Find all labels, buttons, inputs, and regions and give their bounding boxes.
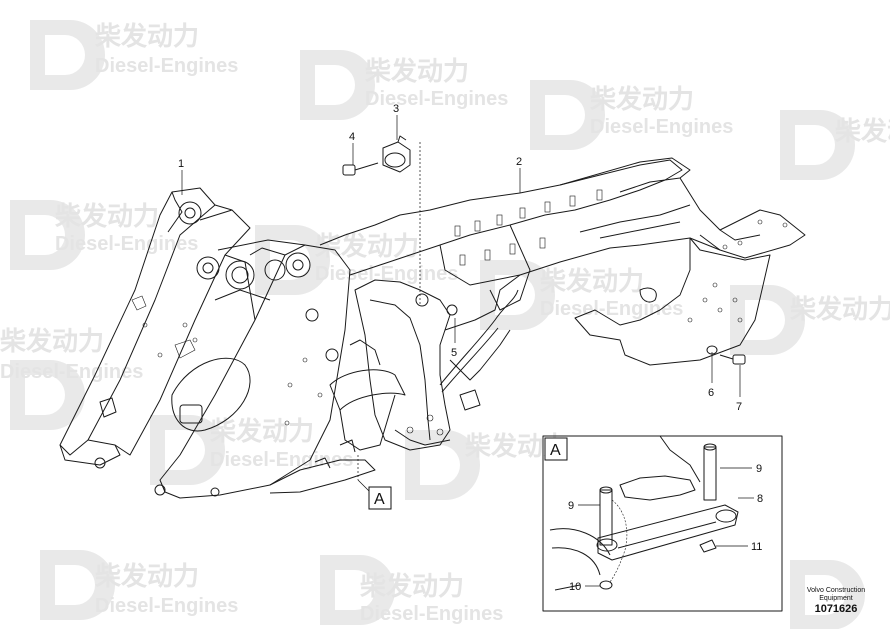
- watermark-logo: [40, 550, 115, 620]
- callout-9-lower: 9: [568, 500, 574, 512]
- watermark-brand-en: Diesel-Engines: [55, 233, 198, 255]
- view-marker-box: [368, 486, 392, 510]
- watermark-logo: [405, 430, 480, 500]
- detail-a-panel: A 9 8 9 11 10: [542, 435, 783, 612]
- watermark-brand-en: Diesel-Engines: [540, 298, 683, 320]
- detail-title: A: [550, 442, 561, 459]
- callout-10: 10: [569, 581, 581, 593]
- watermark-logo: [530, 80, 605, 150]
- footer-line-2: Equipment: [819, 595, 853, 602]
- watermark-brand-en: Diesel-Engines: [95, 55, 238, 77]
- watermark-brand-cn: 柴发动力: [314, 231, 419, 261]
- watermark-brand-cn: 柴发动力: [0, 326, 104, 356]
- part-number: 1071626: [814, 603, 858, 615]
- watermark-brand-en: Diesel-Engines: [360, 603, 503, 625]
- watermark-logo: [30, 20, 105, 90]
- callout-1: 1: [178, 158, 184, 170]
- watermark-logo: [255, 225, 330, 295]
- part-3-sensor: [382, 135, 411, 173]
- watermark-brand-en: Diesel-Engines: [0, 361, 143, 383]
- callout-2: 2: [516, 156, 522, 168]
- callout-5: 5: [451, 347, 457, 359]
- watermark-brand-cn: 柴发动力: [539, 266, 644, 296]
- watermark-logo: [730, 285, 805, 355]
- leader-lines: [181, 115, 741, 495]
- watermark-brand-en: Diesel-Engines: [590, 116, 733, 138]
- watermark-layer: 柴发动力 Diesel-Engines 柴发动力 Diesel-Engines …: [0, 20, 890, 629]
- watermark-logo: [320, 555, 395, 625]
- watermark-brand-cn: 柴发动力: [54, 201, 159, 231]
- watermark-logo: [10, 360, 85, 430]
- footer-caption: Volvo Construction Equipment: [790, 587, 882, 603]
- watermark-brand-en: Diesel-Engines: [315, 263, 458, 285]
- watermark-logo: [300, 50, 375, 120]
- watermark-brand-cn: 柴发动力: [94, 561, 199, 591]
- callout-8: 8: [757, 493, 763, 505]
- callout-3: 3: [393, 103, 399, 115]
- watermark-brand-cn: 柴发动力: [834, 116, 890, 146]
- footer-line-1: Volvo Construction: [806, 587, 866, 594]
- watermark-brand-cn: 柴发动力: [589, 84, 694, 114]
- watermark-logo: [150, 415, 225, 485]
- pin-upper: [703, 446, 717, 501]
- watermark-brand-cn: 柴发动力: [209, 416, 314, 446]
- callout-7: 7: [736, 401, 742, 413]
- watermark-logo: [790, 560, 865, 629]
- front-frame: [59, 187, 406, 499]
- part-6-washer: [706, 345, 718, 355]
- callout-9-upper: 9: [756, 463, 762, 475]
- callout-4: 4: [349, 131, 355, 143]
- part-4-bolt: [342, 162, 379, 176]
- pin-lower: [599, 489, 613, 546]
- watermark-brand-en: Diesel-Engines: [95, 595, 238, 617]
- part-7-bolt: [719, 354, 746, 365]
- watermark-brand-en: Diesel-Engines: [365, 88, 508, 110]
- view-marker-label: A: [374, 491, 385, 508]
- watermark-brand-en: Diesel-Engines: [210, 449, 353, 471]
- watermark-brand-cn: 柴发动力: [364, 56, 469, 86]
- watermark-brand-cn: 柴发动力: [94, 21, 199, 51]
- callout-6: 6: [708, 387, 714, 399]
- watermark-logo: [780, 110, 855, 180]
- watermark-brand-cn: 柴发动力: [789, 294, 890, 324]
- callout-11: 11: [751, 541, 762, 553]
- watermark-brand-cn: 柴发动力: [359, 571, 464, 601]
- watermark-logo: [480, 260, 555, 330]
- watermark-logo: [10, 200, 85, 270]
